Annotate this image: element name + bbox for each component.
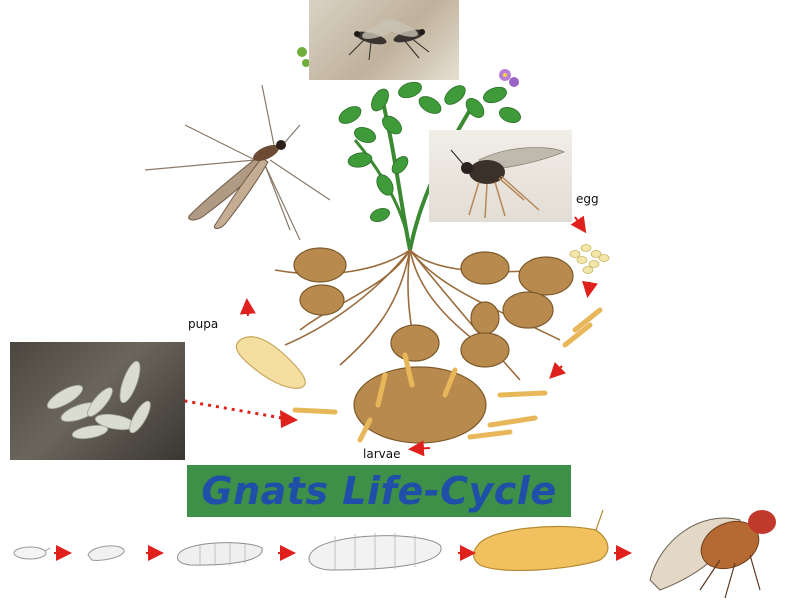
pupa-drawing xyxy=(235,336,306,389)
potato-tubers xyxy=(293,247,574,444)
stage-larva xyxy=(177,542,263,566)
larvae-label: larvae xyxy=(363,447,401,461)
stage-early-larva xyxy=(87,545,125,561)
page-title: Gnats Life-Cycle xyxy=(201,469,557,513)
cycle-arrows xyxy=(239,215,598,457)
mating-gnats-photo xyxy=(309,0,459,80)
stage-adult-fly xyxy=(649,510,776,599)
egg-cluster xyxy=(569,244,610,274)
pupae-photo xyxy=(10,342,185,460)
plant-foliage xyxy=(297,47,522,251)
flower-icon xyxy=(499,69,519,87)
pupa-label: pupa xyxy=(188,317,219,331)
crane-fly-photo xyxy=(144,84,331,241)
egg-label: egg xyxy=(576,192,599,206)
stage-pupa xyxy=(473,509,609,572)
pointer-arrowhead xyxy=(280,410,298,428)
adult-gnat-photo xyxy=(429,130,572,222)
title-banner: Gnats Life-Cycle xyxy=(187,465,571,517)
stage-egg xyxy=(13,546,51,560)
stage-late-larva xyxy=(308,533,442,571)
bottom-stage-strip xyxy=(13,509,776,599)
larvae-in-tuber xyxy=(292,307,603,443)
